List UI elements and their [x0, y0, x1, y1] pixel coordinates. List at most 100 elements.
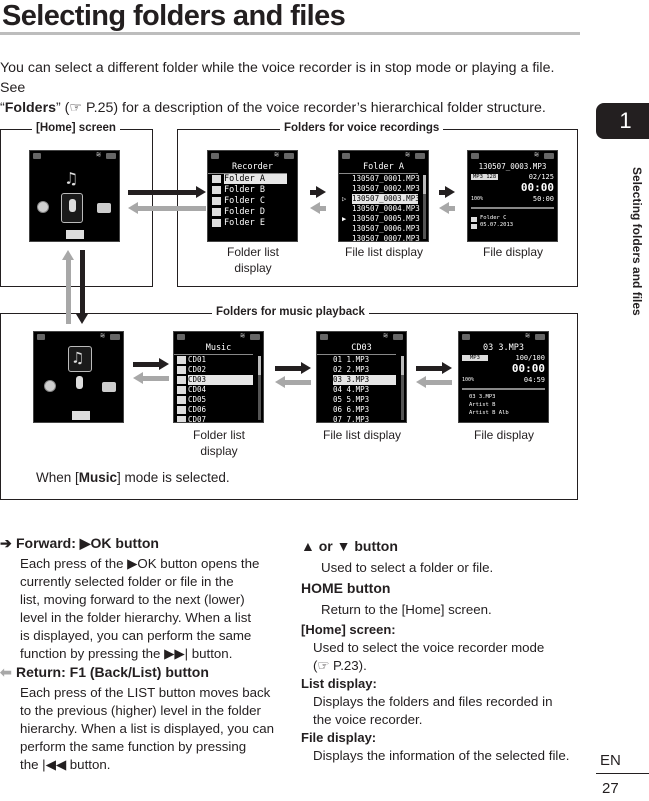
file-count: 02/125	[528, 173, 554, 181]
list-item: CD05	[177, 395, 253, 405]
lock-icon	[211, 153, 219, 159]
note-pre: When [	[36, 470, 79, 485]
music-selected-frame: ♫	[68, 346, 92, 372]
lock-icon	[33, 153, 41, 159]
music-folder-list-screen: ≋ Music CD01 CD02 CD03 CD04 CD05 CD06 CD…	[173, 331, 264, 423]
return-arrow	[128, 202, 206, 214]
language-label: EN	[600, 752, 621, 769]
list-item-label: Folder B	[224, 185, 265, 195]
forward-arrow	[133, 358, 169, 370]
forward-line: Each press of the ▶OK button opens the	[20, 556, 260, 571]
briefcase-icon	[102, 382, 116, 392]
format-badge: MP3	[462, 355, 488, 361]
album-name: Artist B Alb	[469, 410, 509, 416]
return-description: Each press of the LIST button moves back…	[0, 684, 285, 774]
folder-name: Folder C	[480, 215, 507, 221]
folder-icon	[177, 376, 186, 384]
intro-quote-open: “	[0, 100, 5, 116]
folder-b-icon	[212, 186, 221, 194]
return-line: perform the same function by pressing	[20, 739, 247, 754]
return-line: the |◀◀ button.	[20, 757, 111, 772]
lock-icon	[320, 334, 328, 340]
return-heading-text: Return: F1 (Back/List) button	[16, 664, 209, 680]
status-bar: ≋	[468, 151, 557, 161]
wifi-icon: ≋	[240, 331, 245, 340]
voice-folder-list-caption: Folder list display	[226, 245, 279, 275]
folder-e-icon	[212, 219, 221, 227]
return-line: to the previous (higher) level in the fo…	[20, 703, 261, 718]
forward-arrow	[76, 250, 88, 324]
music-note-icon: ♫	[73, 348, 83, 367]
voice-folder-list-screen: ≋ Recorder Folder A Folder B Folder C Fo…	[207, 150, 298, 242]
return-line: hierarchy. When a list is displayed, you…	[20, 721, 274, 736]
intro-line-2: “Folders” (☞ P.25) for a description of …	[0, 98, 580, 118]
intro-paragraph: You can select a different folder while …	[0, 58, 580, 118]
screen-title: Recorder	[232, 162, 273, 172]
briefcase-icon	[97, 203, 111, 213]
list-item-label: CD03	[188, 375, 207, 384]
status-bar: ≋	[459, 332, 548, 342]
play-indicator-icon: ▶	[342, 215, 347, 223]
file-count: 100/100	[515, 354, 545, 362]
page-number: 27	[602, 780, 619, 797]
battery-icon	[106, 153, 116, 159]
forward-arrow	[416, 362, 452, 374]
music-file-list-screen: ≋ CD03 01 1.MP3 02 2.MP3 03 3.MP3 04 4.M…	[316, 331, 407, 423]
return-heading: ⬅Return: F1 (Back/List) button	[0, 663, 285, 682]
file-display-heading: File display:	[301, 730, 377, 745]
home-screen-description: Used to select the voice recorder mode (…	[301, 639, 591, 675]
list-item: 03 3.MP3	[333, 375, 396, 385]
list-item: CD06	[177, 405, 253, 415]
list-item: 01 1.MP3	[333, 355, 370, 364]
title-rule	[0, 32, 580, 35]
forward-arrow	[439, 186, 455, 198]
battery-icon	[110, 334, 120, 340]
return-arrow	[416, 376, 452, 388]
elapsed-time: 00:00	[520, 181, 554, 194]
list-display-line: the voice recorder.	[313, 712, 423, 727]
updown-description: Used to select a folder or file.	[321, 560, 494, 575]
battery-icon	[535, 334, 545, 340]
status-bar: ≋	[208, 151, 297, 161]
home-screen-music: ≋ ♫	[33, 331, 124, 423]
list-item-label: CD01	[188, 355, 207, 364]
list-item: Folder D	[212, 207, 287, 217]
list-item: 130507_0004.MP3	[352, 204, 420, 213]
list-item: 06 6.MP3	[333, 405, 370, 414]
forward-line: is displayed, you can perform the same	[20, 628, 252, 643]
home-screen-heading: [Home] screen:	[301, 622, 396, 637]
forward-line: level in the folder hierarchy. When a li…	[20, 610, 252, 625]
page-title: Selecting folders and files	[2, 0, 346, 32]
home-button-heading: HOME button	[301, 580, 391, 596]
play-indicator-icon: ▷	[342, 195, 347, 203]
return-arrow-icon: ⬅	[0, 664, 12, 680]
scrollbar	[423, 175, 426, 239]
voice-file-display-caption: File display	[482, 245, 544, 259]
list-item: 04 4.MP3	[333, 385, 370, 394]
updown-heading: ▲ or ▼ button	[301, 538, 398, 554]
status-bar: ≋	[34, 332, 123, 342]
title-divider	[208, 173, 287, 174]
file-display-description: Displays the information of the selected…	[313, 748, 570, 763]
artist-name: Artist B	[469, 402, 496, 408]
list-item-label: Folder C	[224, 196, 265, 206]
folder-d-icon	[212, 208, 221, 216]
right-column: ▲ or ▼ button Used to select a folder or…	[301, 537, 591, 765]
list-item: 02 2.MP3	[333, 365, 370, 374]
status-bar: ≋	[174, 332, 263, 342]
voice-file-display-screen: ≋ 130507_0003.MP3 MP3 128 02/125 00:00 1…	[467, 150, 558, 242]
folder-icon	[177, 406, 186, 414]
battery-icon	[544, 153, 554, 159]
music-note-icon: ♫	[66, 169, 77, 189]
progress-bar	[462, 388, 545, 390]
wifi-icon: ≋	[100, 331, 105, 340]
forward-arrow	[128, 186, 206, 198]
battery-icon	[415, 153, 425, 159]
voice-folders-box-label: Folders for voice recordings	[280, 122, 444, 134]
wifi-icon: ≋	[96, 150, 101, 159]
lock-icon	[342, 153, 350, 159]
folder-icon	[177, 386, 186, 394]
folder-icon	[177, 366, 186, 374]
microphone-icon	[69, 199, 76, 212]
note-post: ] mode is selected.	[117, 470, 230, 485]
